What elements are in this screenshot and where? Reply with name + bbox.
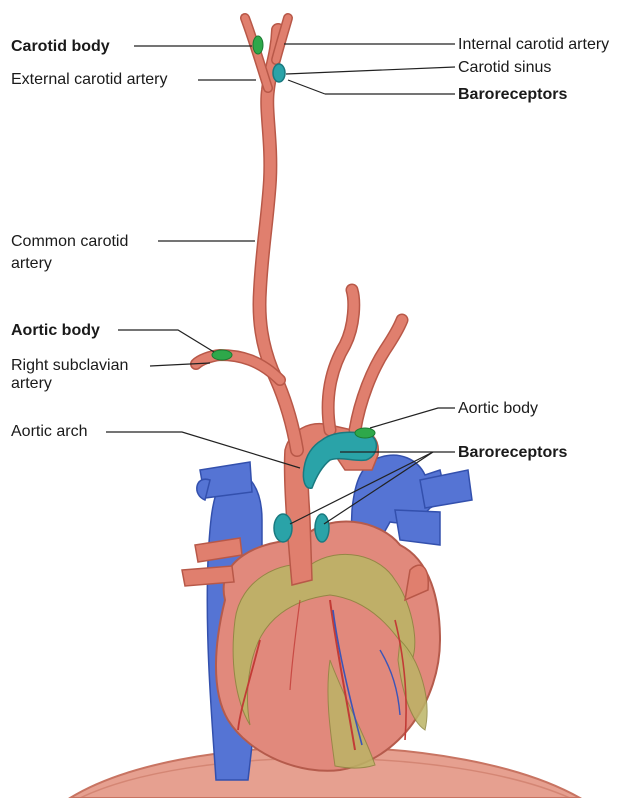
label-aortic-arch: Aortic arch: [11, 422, 87, 441]
label-carotid-sinus: Carotid sinus: [458, 58, 551, 77]
label-aortic-body-right: Aortic body: [458, 399, 538, 418]
brachiocephalic-baroreceptor: [274, 514, 292, 542]
chemoreceptor-bodies: [212, 36, 375, 438]
aortic-body-left: [212, 350, 232, 360]
label-common-carotid-line2: artery: [11, 254, 52, 273]
aortic-body-right: [355, 428, 375, 438]
carotid-sinus-baroreceptor: [273, 64, 285, 82]
label-baroreceptors-bottom: Baroreceptors: [458, 443, 567, 462]
label-aortic-body-left: Aortic body: [11, 321, 100, 340]
common-carotid-artery: [245, 18, 297, 450]
label-right-subclavian-line2: artery: [11, 374, 52, 393]
leader-lines: [106, 44, 455, 524]
label-common-carotid-line1: Common carotid: [11, 232, 128, 251]
left-carotid-subclavian: [328, 290, 402, 430]
carotid-body: [253, 36, 263, 54]
label-baroreceptors-top: Baroreceptors: [458, 85, 567, 104]
heart: [216, 521, 440, 770]
label-carotid-body: Carotid body: [11, 37, 110, 56]
label-external-carotid-artery: External carotid artery: [11, 70, 168, 89]
aortic-root-baroreceptor: [315, 514, 329, 542]
label-internal-carotid-artery: Internal carotid artery: [458, 35, 609, 54]
label-right-subclavian-line1: Right subclavian: [11, 356, 128, 375]
